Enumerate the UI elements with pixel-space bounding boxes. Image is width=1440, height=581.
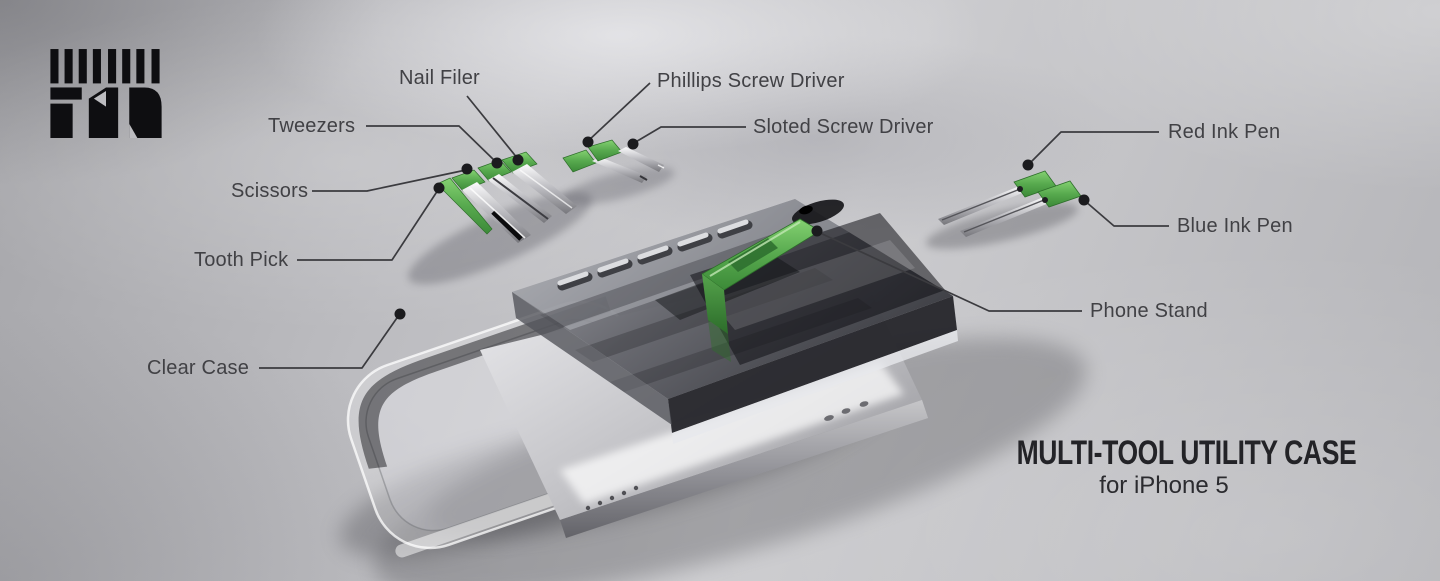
label-red-ink-pen: Red Ink Pen — [1168, 121, 1281, 143]
toothpick-render — [436, 177, 493, 235]
dot-clear-case — [394, 308, 406, 320]
leader-tweezers — [366, 125, 497, 163]
sloted-screwdriver-render — [587, 139, 665, 172]
leader-clear-case — [259, 314, 400, 369]
iphone-speaker-holes — [585, 485, 639, 511]
label-sloted-screw-driver: Sloted Screw Driver — [753, 116, 934, 138]
dot-tweezers — [491, 157, 503, 169]
logo-bars — [50, 49, 160, 84]
dot-phone-stand — [811, 225, 823, 237]
tool-slot-clips — [557, 219, 753, 291]
label-tooth-pick: Tooth Pick — [194, 249, 289, 271]
label-phillips-screw-driver: Phillips Screw Driver — [657, 70, 845, 92]
dot-phillips — [582, 136, 594, 148]
tweezers-render — [477, 159, 552, 223]
utility-case-render — [512, 199, 958, 444]
dot-red-ink-pen — [1022, 159, 1034, 171]
label-clear-case: Clear Case — [147, 357, 250, 379]
iphone-side-buttons — [824, 401, 869, 421]
dot-scissors — [461, 163, 473, 175]
leader-blue-ink-pen — [1084, 200, 1169, 227]
in-logo — [48, 46, 162, 138]
label-nail-filer: Nail Filer — [399, 67, 480, 89]
dot-nail-filer — [512, 154, 524, 166]
label-scissors: Scissors — [231, 180, 309, 202]
title-block: MULTI-TOOL UTILITY CASE for iPhone 5 — [975, 434, 1357, 499]
label-phone-stand: Phone Stand — [1090, 300, 1208, 322]
phillips-screwdriver-render — [562, 149, 648, 183]
leader-sloted — [633, 126, 746, 144]
phone-stand-render — [655, 218, 821, 362]
in-logo-glyph — [50, 49, 162, 138]
poster-title: MULTI-TOOL UTILITY CASE — [1016, 434, 1357, 472]
leader-phone-stand — [817, 231, 1082, 312]
dot-tooth-pick — [433, 182, 445, 194]
leader-lines — [259, 82, 1169, 369]
leader-nail-filer — [466, 95, 519, 160]
leader-dots — [394, 136, 1090, 320]
leader-phillips — [587, 82, 651, 142]
leader-red-ink-pen — [1028, 131, 1159, 165]
dot-sloted — [627, 138, 639, 150]
leader-tooth-pick — [297, 189, 439, 261]
leader-scissors — [312, 169, 467, 192]
dot-blue-ink-pen — [1078, 194, 1090, 206]
poster-subtitle: for iPhone 5 — [1099, 472, 1229, 499]
scissors-render — [451, 169, 531, 243]
red-pen-render — [938, 170, 1057, 225]
label-blue-ink-pen: Blue Ink Pen — [1177, 215, 1293, 237]
label-tweezers: Tweezers — [268, 115, 356, 137]
